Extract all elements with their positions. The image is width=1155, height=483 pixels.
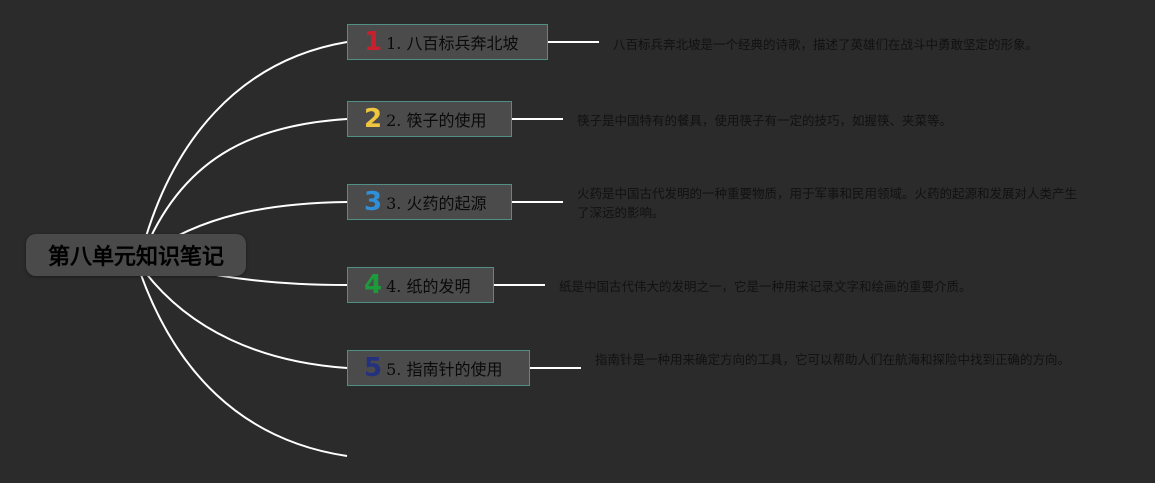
number-3-icon: 3 [364, 187, 383, 217]
topic-description-4: 纸是中国古代伟大的发明之一，它是一种用来记录文字和绘画的重要介质。 [559, 279, 972, 294]
topic-description-5: 指南针是一种用来确定方向的工具，它可以帮助人们在航海和探险中找到正确的方向。 [595, 352, 1071, 367]
topic-label: 5. 指南针的使用 [386, 360, 503, 379]
topic-node-5[interactable]: 5 5. 指南针的使用 [347, 350, 530, 386]
link-root-topic-1 [139, 41, 348, 259]
topic-node-4[interactable]: 4 4. 纸的发明 [347, 267, 494, 303]
topic-label: 2. 筷子的使用 [386, 111, 487, 130]
link-root-topic-5 [144, 271, 348, 369]
topic-description-2: 筷子是中国特有的餐具，使用筷子有一定的技巧，如握筷、夹菜等。 [577, 113, 953, 128]
root-label: 第八单元知识笔记 [47, 245, 224, 270]
number-1-icon: 1 [364, 27, 383, 57]
link-root-topic-2 [141, 118, 348, 258]
topic-description-3: 火药是中国古代发明的一种重要物质，用于军事和民用领域。火药的起源和发展对人类产生… [577, 186, 1078, 220]
topic-node-1[interactable]: 1 1. 八百标兵奔北坡 [347, 24, 548, 60]
topic-description-1: 八百标兵奔北坡是一个经典的诗歌，描述了英雄们在战斗中勇敢坚定的形象。 [613, 37, 1039, 52]
root-node[interactable]: 第八单元知识笔记 [26, 234, 246, 276]
topic-label: 4. 纸的发明 [386, 277, 471, 296]
number-2-icon: 2 [364, 104, 383, 134]
topic-node-3[interactable]: 3 3. 火药的起源 [347, 184, 512, 220]
number-4-icon: 4 [364, 270, 383, 300]
topic-label: 3. 火药的起源 [386, 194, 487, 213]
number-5-icon: 5 [364, 353, 383, 383]
topic-label: 1. 八百标兵奔北坡 [386, 34, 519, 53]
topic-node-2[interactable]: 2 2. 筷子的使用 [347, 101, 512, 137]
link-root-empty-branch [139, 271, 348, 457]
